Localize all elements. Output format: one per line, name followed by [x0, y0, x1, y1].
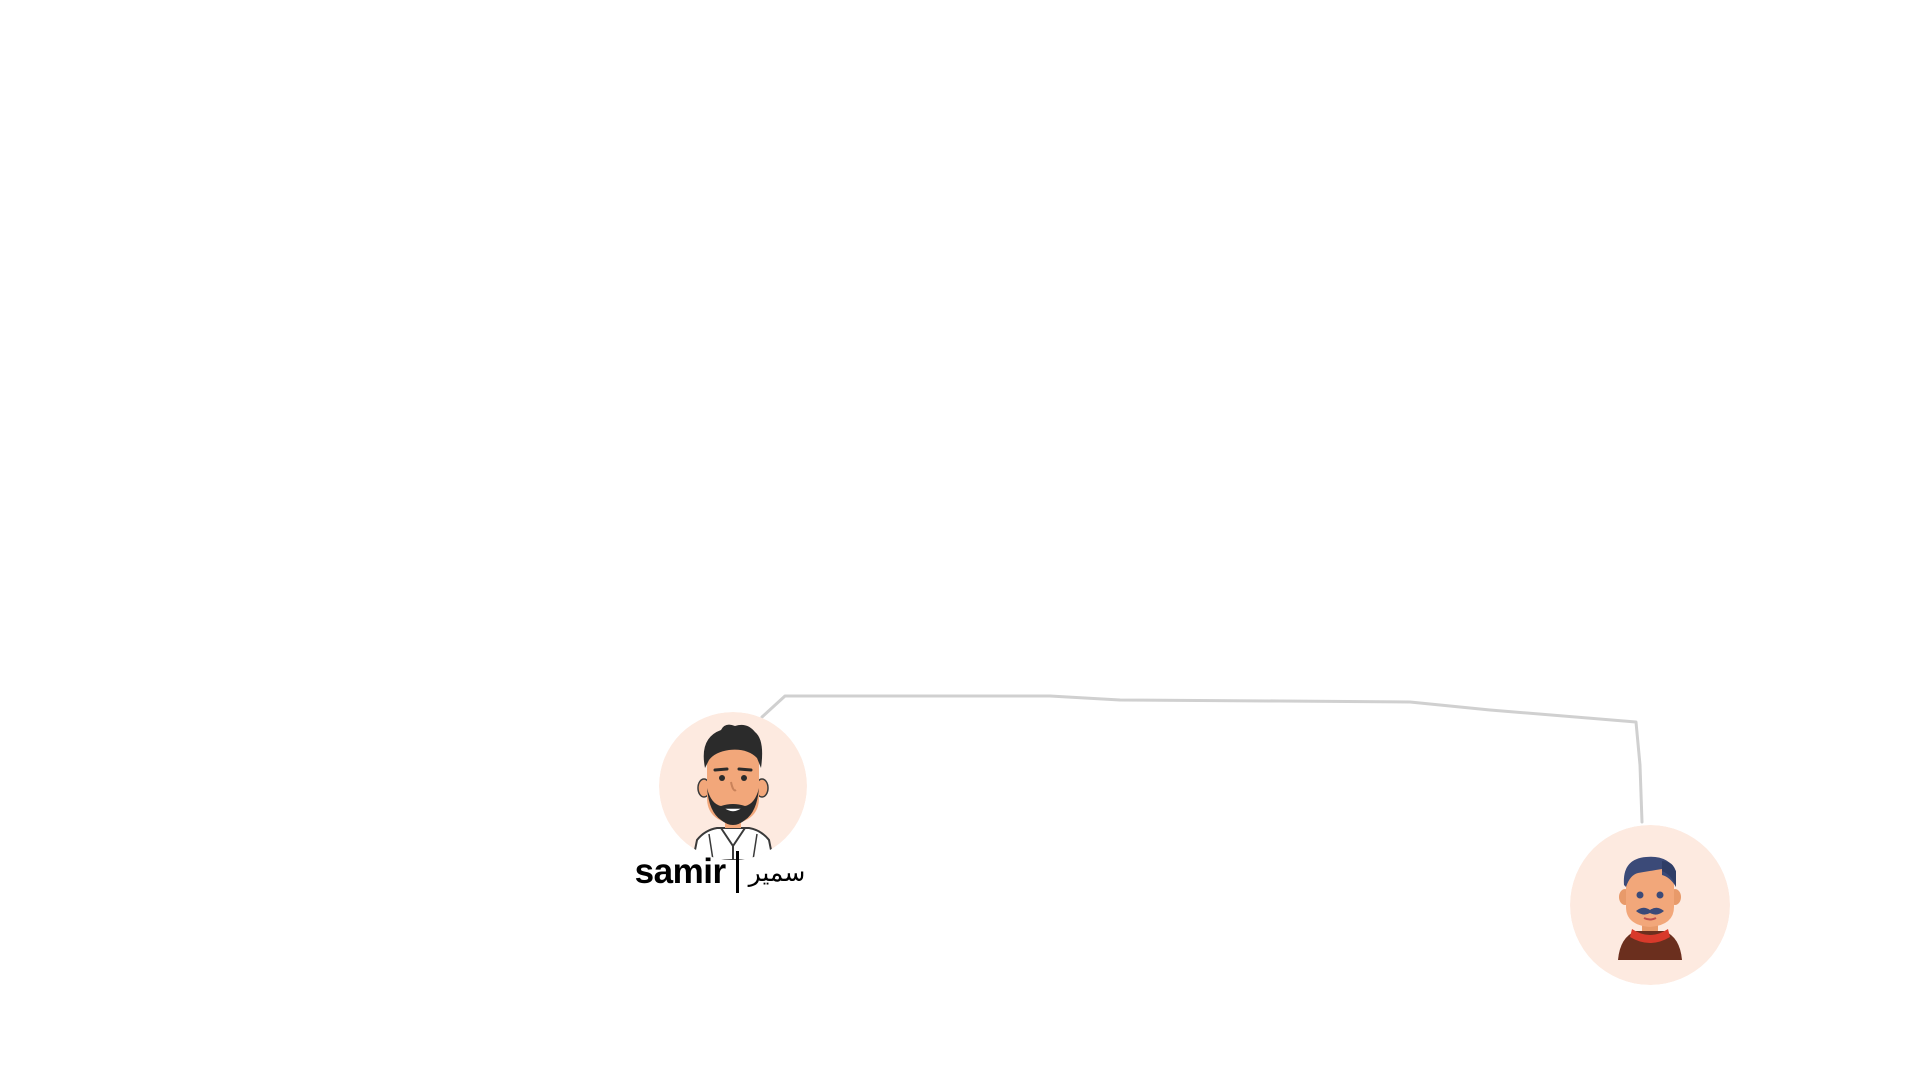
name-arabic: سمير: [748, 857, 806, 887]
name-separator: [735, 851, 739, 893]
name-latin: samir: [634, 852, 726, 891]
samir-avatar: [659, 712, 807, 860]
samir-name-label: samir سمير: [620, 848, 820, 896]
mustached-man-avatar-icon: [1570, 825, 1730, 985]
elder-avatar: [1570, 825, 1730, 985]
bearded-man-avatar-icon: [659, 712, 807, 860]
